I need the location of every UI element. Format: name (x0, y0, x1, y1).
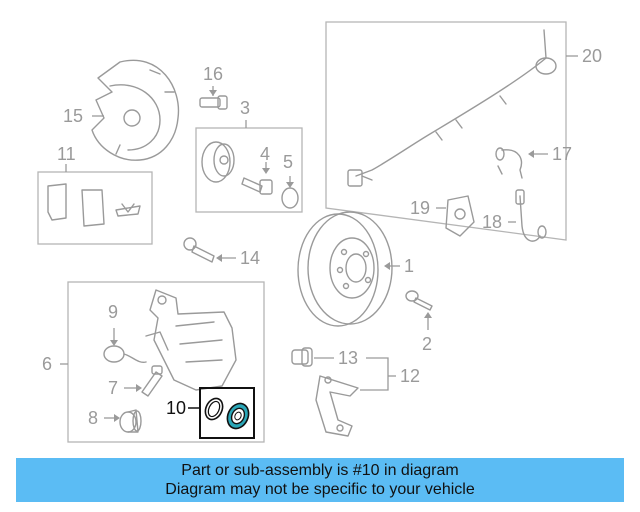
part-label-16: 16 (203, 64, 223, 84)
part-label-14: 14 (240, 248, 260, 268)
seal-kit-part (204, 397, 250, 430)
arrow-icon (528, 150, 534, 158)
arrow-icon (286, 182, 294, 188)
part-label-20: 20 (582, 46, 602, 66)
part-label-11: 11 (57, 144, 76, 164)
brake-pads-part (47, 183, 141, 227)
cap-5-part (281, 187, 299, 209)
part-label-19: 19 (410, 198, 430, 218)
part-label-15: 15 (63, 106, 83, 126)
arrow-icon (136, 384, 142, 392)
leader-line (360, 357, 389, 391)
arrow-icon (216, 254, 222, 262)
screw-2-part (405, 290, 433, 311)
group-box-11 (37, 171, 153, 245)
part-label-9: 9 (108, 302, 118, 322)
guide-bushing-13-part (291, 347, 313, 367)
arrow-icon (384, 262, 390, 270)
part-label-12: 12 (400, 366, 420, 386)
caliper-bracket-part (315, 375, 359, 437)
highlight-box-10[interactable] (199, 387, 255, 439)
arrow-icon (424, 312, 432, 318)
part-label-4: 4 (260, 144, 270, 164)
part-label-13: 13 (338, 348, 358, 368)
part-label-8: 8 (88, 408, 98, 428)
part-label-10[interactable]: 10 (166, 398, 186, 418)
group-box-3 (195, 127, 303, 213)
bolt-4-part (241, 177, 273, 195)
part-label-5: 5 (283, 152, 293, 172)
bolt-16-part (199, 95, 228, 110)
part-label-6: 6 (42, 354, 52, 374)
piston-8-part (119, 409, 142, 433)
sensor-19-part (445, 195, 475, 237)
sensor-18-part (515, 189, 547, 242)
group-box-6 (67, 281, 265, 443)
dust-boot-9-part (103, 345, 147, 364)
banner-line-2: Diagram may not be specific to your vehi… (165, 481, 475, 498)
part-label-7: 7 (108, 378, 118, 398)
arrow-icon (114, 414, 120, 422)
backing-plate-part (91, 59, 180, 161)
part-label-18: 18 (482, 212, 502, 232)
banner-line-1: Part or sub-assembly is #10 in diagram (181, 462, 459, 479)
part-label-17: 17 (552, 144, 572, 164)
sensor-cable-part (347, 29, 557, 187)
part-label-1: 1 (404, 256, 414, 276)
arrow-icon (209, 90, 217, 96)
group-box-20 (325, 21, 567, 241)
info-banner: Part or sub-assembly is #10 in diagram D… (16, 458, 624, 502)
bleeder-screw-7-part (141, 365, 163, 397)
part-label-2: 2 (422, 334, 432, 354)
sensor-17-part (495, 147, 523, 179)
arrow-icon (110, 340, 118, 346)
brake-disc-part (297, 211, 393, 327)
wheel-hub-part (201, 141, 235, 183)
arrow-icon (262, 168, 270, 174)
bolt-14-part (183, 237, 215, 263)
part-label-3: 3 (240, 98, 250, 118)
